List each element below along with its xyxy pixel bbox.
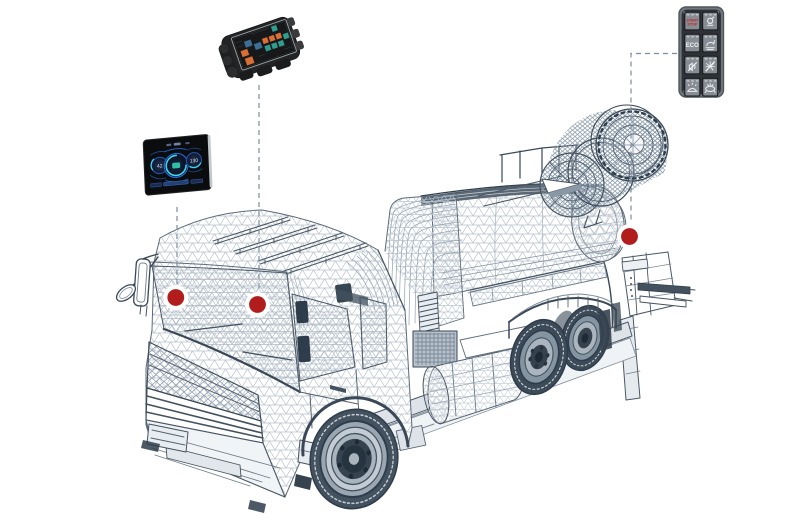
svg-text:START: START — [686, 18, 699, 22]
svg-text:42: 42 — [157, 163, 163, 170]
svg-text:STOP: STOP — [687, 22, 697, 26]
svg-text:130: 130 — [190, 158, 199, 165]
svg-text:ECO: ECO — [686, 43, 699, 49]
